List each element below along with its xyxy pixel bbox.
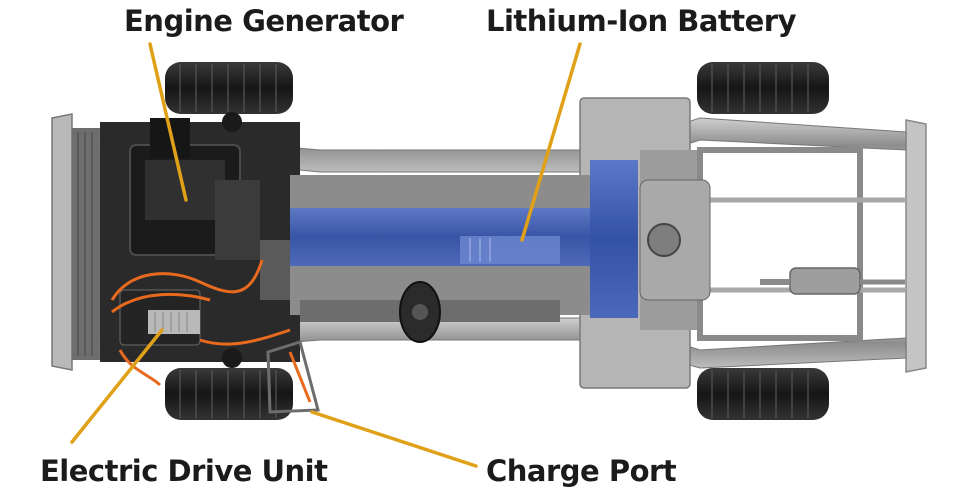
leader-charge-port [310, 410, 478, 468]
leader-electric-drive-unit [70, 328, 164, 444]
front-bumper [51, 113, 102, 371]
high-voltage-cables [110, 259, 291, 387]
fuel-tank [639, 179, 711, 301]
front-right-wheel [165, 368, 293, 420]
electric-drive-unit [119, 289, 201, 346]
leader-lithium-ion-battery [520, 42, 582, 242]
front-left-wheel [165, 62, 293, 114]
leader-lines [70, 42, 582, 468]
charge-port-label: Charge Port [486, 454, 677, 488]
engine-generator-label: Engine Generator [124, 4, 404, 38]
rear-bumper [905, 119, 927, 373]
differential [399, 281, 441, 343]
rear-left-wheel [697, 62, 829, 114]
lithium-ion-battery-label: Lithium-Ion Battery [486, 4, 797, 38]
muffler [760, 267, 905, 295]
charge-port [266, 340, 320, 414]
rear-right-wheel [697, 368, 829, 420]
electric-drive-unit-label: Electric Drive Unit [40, 454, 328, 488]
lithium-ion-battery [290, 160, 638, 318]
leader-engine-generator [148, 42, 188, 202]
